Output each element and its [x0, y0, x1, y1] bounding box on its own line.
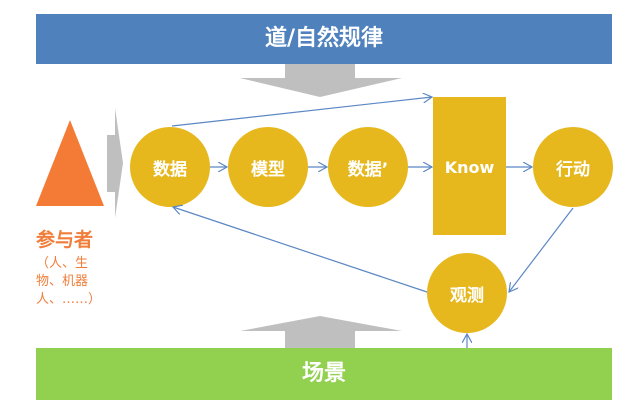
bottom-bar-label: 场景 [301, 361, 346, 386]
node-data-label: 数据 [153, 159, 187, 180]
actor-title: 参与者 [36, 229, 94, 251]
top-bar [36, 14, 612, 64]
up-gray-arrow [240, 316, 402, 348]
node-observe-label: 观测 [450, 285, 484, 306]
node-data2 [328, 127, 408, 207]
node-action-label: 行动 [556, 159, 590, 180]
node-action [533, 127, 613, 207]
node-know [433, 97, 506, 235]
arrow-action-observe [509, 207, 574, 292]
bottom-bar [36, 348, 612, 400]
arrow-observe-data [173, 207, 428, 293]
actor-triangle [36, 120, 104, 206]
node-data [130, 127, 210, 207]
right-gray-arrow [107, 108, 123, 218]
node-observe [427, 253, 507, 333]
actor-subtitle-1: （人、生 [36, 256, 89, 271]
actor-subtitle-3: 人、……） [36, 292, 102, 307]
down-gray-arrow [240, 64, 402, 97]
node-model-label: 模型 [251, 159, 285, 180]
node-model [228, 127, 308, 207]
arrow-data-know [171, 97, 432, 127]
node-data2-label: 数据’ [347, 159, 389, 180]
node-know-label: Know [444, 157, 495, 177]
top-bar-label: 道/自然规律 [264, 26, 384, 51]
actor-subtitle-2: 物、机器 [36, 274, 89, 289]
